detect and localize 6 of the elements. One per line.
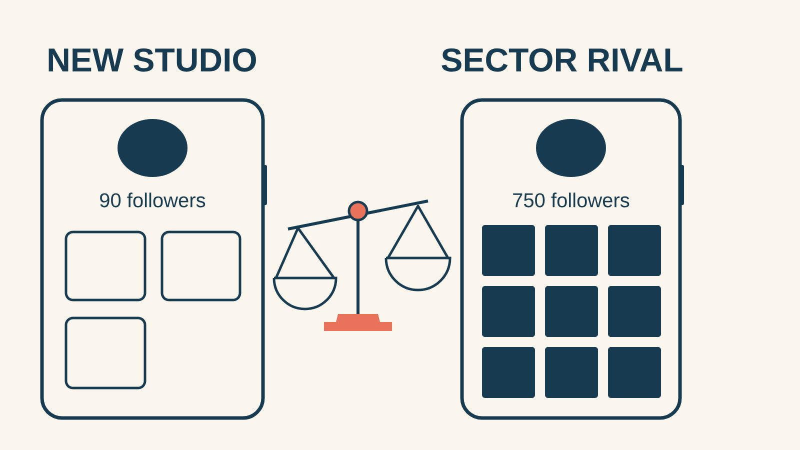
phone-frame [40, 98, 265, 420]
heading: NEW STUDIO [48, 48, 256, 72]
heading: SECTOR RIVAL [442, 48, 682, 72]
phone-frame [460, 98, 682, 420]
follower-count: 90 followers [100, 192, 206, 208]
follower-count: 750 followers [513, 192, 630, 208]
